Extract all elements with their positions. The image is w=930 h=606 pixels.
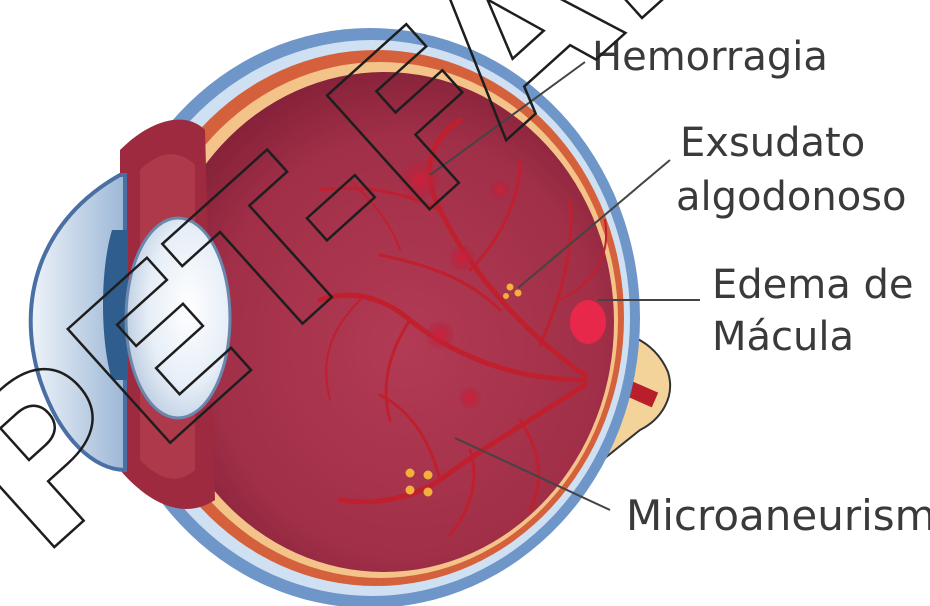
label-microaneurisma: Microaneurisma (626, 491, 930, 540)
label-exsudato-line2: algodonoso (676, 174, 907, 220)
label-exsudato-line1: Exsudato (680, 120, 865, 166)
label-edema-line1: Edema de (712, 262, 913, 308)
label-edema-line2: Mácula (712, 314, 854, 360)
macula-edema (570, 300, 606, 344)
